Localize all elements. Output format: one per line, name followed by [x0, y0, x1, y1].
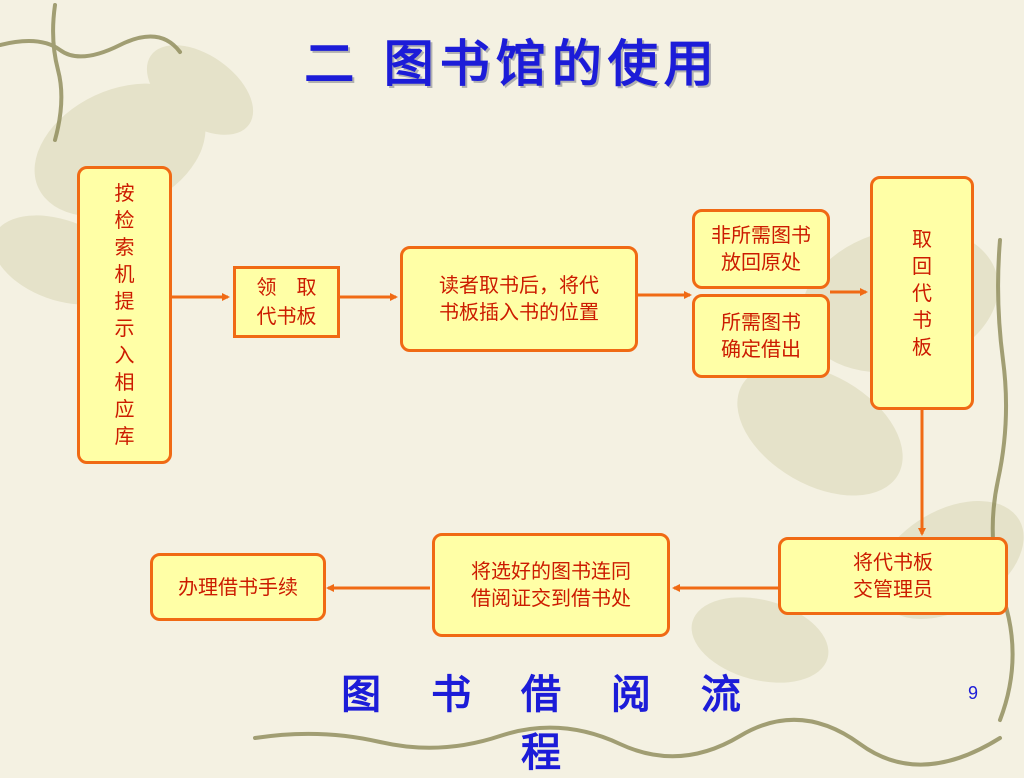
node-reader-insert-board: 读者取书后，将代 书板插入书的位置 [400, 246, 638, 352]
node-hand-board-line1: 将代书板 [853, 550, 933, 574]
node-get-proxy-board-line1: 领 取 [256, 275, 317, 299]
node-checkout: 办理借书手续 [150, 553, 326, 621]
node-unwanted-return-line1: 非所需图书 [711, 223, 811, 247]
node-hand-board: 将代书板 交管理员 [778, 537, 1008, 615]
node-submit-books-line2: 借阅证交到借书处 [471, 586, 631, 610]
node-get-proxy-board: 领 取 代书板 [233, 266, 340, 338]
diagram-caption: 图 书 借 阅 流 程 [341, 672, 759, 776]
node-search-catalog-label: 按检索机提示入相应库 [114, 181, 135, 448]
node-reader-insert-board-line2: 书板插入书的位置 [439, 300, 599, 324]
slide-title: 二 图书馆的使用 [304, 35, 720, 93]
node-unwanted-return-line2: 放回原处 [721, 250, 801, 274]
node-reader-insert-board-line1: 读者取书后，将代 [439, 273, 599, 297]
node-submit-books: 将选好的图书连同 借阅证交到借书处 [432, 533, 670, 637]
node-unwanted-return: 非所需图书 放回原处 [692, 209, 830, 289]
node-retrieve-board-label: 取回代书板 [912, 226, 932, 359]
node-wanted-borrow-line2: 确定借出 [721, 337, 801, 361]
page-number: 9 [967, 683, 978, 703]
node-retrieve-board: 取回代书板 [870, 176, 974, 410]
node-hand-board-line2: 交管理员 [853, 577, 933, 601]
node-get-proxy-board-line2: 代书板 [256, 304, 317, 328]
node-wanted-borrow: 所需图书 确定借出 [692, 294, 830, 378]
node-submit-books-line1: 将选好的图书连同 [471, 559, 631, 583]
node-search-catalog: 按检索机提示入相应库 [77, 166, 172, 464]
node-checkout-label: 办理借书手续 [178, 574, 298, 599]
node-wanted-borrow-line1: 所需图书 [721, 310, 801, 334]
